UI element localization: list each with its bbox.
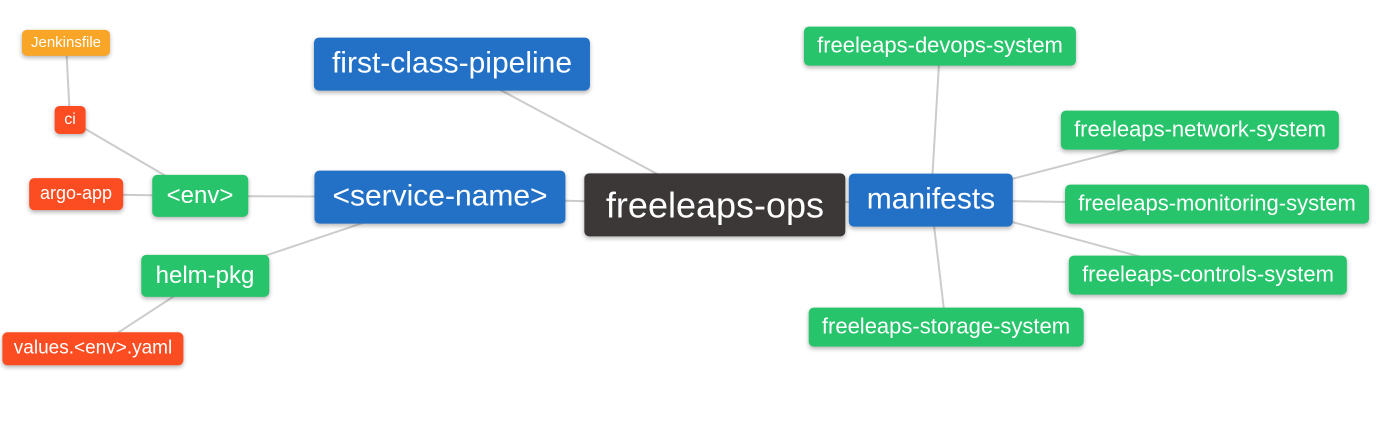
node-freeleaps-storage-system[interactable]: freeleaps-storage-system	[808, 307, 1084, 347]
node-freeleaps-ops[interactable]: freeleaps-ops	[584, 173, 846, 237]
node-env[interactable]: <env>	[152, 174, 248, 218]
node-ci[interactable]: ci	[54, 105, 86, 135]
node-freeleaps-devops-system[interactable]: freeleaps-devops-system	[803, 26, 1077, 66]
node-manifests[interactable]: manifests	[848, 173, 1014, 227]
node-first-class-pipeline[interactable]: first-class-pipeline	[313, 37, 591, 91]
node-argo-app[interactable]: argo-app	[29, 178, 123, 210]
node-freeleaps-network-system[interactable]: freeleaps-network-system	[1060, 110, 1340, 150]
node-freeleaps-controls-system[interactable]: freeleaps-controls-system	[1068, 255, 1348, 295]
node-helm-pkg[interactable]: helm-pkg	[141, 254, 269, 298]
node-freeleaps-monitoring-system[interactable]: freeleaps-monitoring-system	[1065, 184, 1369, 224]
node-jenkinsfile[interactable]: Jenkinsfile	[21, 29, 111, 57]
node-service-name[interactable]: <service-name>	[314, 170, 566, 224]
node-values-env-yaml[interactable]: values.<env>.yaml	[2, 332, 184, 366]
